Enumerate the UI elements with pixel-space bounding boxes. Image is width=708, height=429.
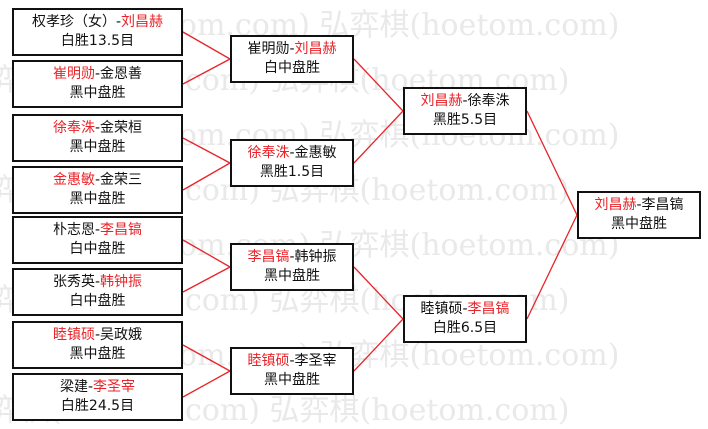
match-round1-5: 朴志恩-李昌镐 白中盘胜: [12, 216, 183, 264]
match-round2-1: 崔明勋-刘昌赫 白中盘胜: [230, 35, 354, 83]
player-name: -金荣三: [94, 172, 143, 188]
match-result: 白中盘胜: [69, 241, 126, 257]
match-result: 黑中盘胜: [611, 216, 667, 232]
match-round2-2: 徐奉洙-金惠敏 黑胜1.5目: [230, 139, 354, 187]
match-round2-3: 李昌镐-韩钟振 黑中盘胜: [230, 243, 354, 291]
winner-name: 刘昌赫: [594, 197, 637, 213]
winner-name: 韩钟振: [100, 274, 143, 290]
connector-line: [526, 110, 578, 216]
match-round1-8: 梁建-李圣宰 白胜24.5目: [12, 373, 183, 421]
winner-name: 睦镇硕: [247, 353, 290, 369]
match-round1-6: 张秀英-韩钟振 白中盘胜: [12, 268, 183, 316]
winner-name: 刘昌赫: [121, 14, 164, 30]
player-name: -金恩善: [94, 66, 143, 82]
match-round2-4: 睦镇硕-李圣宰 黑中盘胜: [230, 347, 354, 395]
match-players: 睦镇硕-李昌镐: [420, 300, 509, 319]
connector-line: [182, 31, 231, 60]
match-result: 黑中盘胜: [69, 139, 126, 155]
connector-line: [353, 110, 404, 164]
match-result: 黑中盘胜: [69, 85, 126, 101]
connector-line: [182, 344, 231, 372]
match-players: 崔明勋-刘昌赫: [247, 40, 336, 59]
match-result: 黑中盘胜: [264, 372, 320, 388]
winner-name: 金惠敏: [52, 172, 95, 188]
winner-name: 李昌镐: [467, 301, 510, 317]
player-name: 睦镇硕-: [420, 301, 468, 317]
match-result: 白胜6.5目: [432, 320, 498, 336]
match-players: 梁建-李圣宰: [60, 378, 135, 397]
connector-line: [526, 214, 578, 320]
winner-name: 李圣宰: [93, 379, 136, 395]
match-round1-1: 权孝珍（女）-刘昌赫 白胜13.5目: [12, 8, 183, 56]
match-players: 张秀英-韩钟振: [53, 273, 142, 292]
connector-line: [182, 58, 231, 85]
match-players: 权孝珍（女）-刘昌赫: [32, 13, 163, 32]
player-name: -金荣桓: [94, 120, 143, 136]
winner-name: 徐奉洙: [52, 120, 95, 136]
winner-name: 徐奉洙: [247, 145, 290, 161]
connector-line: [182, 266, 231, 293]
player-name: 崔明勋-: [247, 41, 295, 57]
player-name: 梁建-: [59, 379, 94, 395]
match-result: 黑中盘胜: [69, 346, 126, 362]
match-players: 睦镇硕-李圣宰: [247, 352, 336, 371]
connector-line: [353, 266, 404, 320]
winner-name: 睦镇硕: [52, 327, 95, 343]
match-players: 崔明勋-金恩善: [53, 65, 142, 84]
connector-line: [182, 137, 231, 164]
player-name: -徐奉洙: [462, 93, 510, 109]
player-name: -吴政娥: [94, 327, 143, 343]
winner-name: 崔明勋: [52, 66, 95, 82]
player-name: 朴志恩-: [52, 222, 101, 238]
match-round1-3: 徐奉洙-金荣桓 黑中盘胜: [12, 114, 183, 162]
match-players: 徐奉洙-金荣桓: [53, 119, 142, 138]
player-name: -李圣宰: [289, 353, 337, 369]
connector-line: [182, 162, 231, 191]
match-round1-4: 金惠敏-金荣三 黑中盘胜: [12, 166, 183, 214]
match-players: 金惠敏-金荣三: [53, 171, 142, 190]
match-result: 白胜13.5目: [60, 33, 135, 49]
match-round1-7: 睦镇硕-吴政娥 黑中盘胜: [12, 321, 183, 369]
match-round3-1: 刘昌赫-徐奉洙 黑胜5.5目: [403, 87, 527, 135]
match-result: 黑胜5.5目: [432, 112, 498, 128]
player-name: -金惠敏: [289, 145, 337, 161]
connector-line: [182, 370, 231, 398]
connector-line: [353, 318, 404, 372]
player-name: -韩钟振: [289, 249, 337, 265]
match-round3-2: 睦镇硕-李昌镐 白胜6.5目: [403, 295, 527, 343]
match-round1-2: 崔明勋-金恩善 黑中盘胜: [12, 60, 183, 108]
match-final: 刘昌赫-李昌镐 黑中盘胜: [577, 191, 701, 239]
match-players: 刘昌赫-李昌镐: [594, 196, 683, 215]
match-players: 朴志恩-李昌镐: [53, 221, 142, 240]
match-result: 黑胜1.5目: [259, 164, 325, 180]
match-result: 白中盘胜: [69, 293, 126, 309]
winner-name: 李昌镐: [100, 222, 143, 238]
winner-name: 刘昌赫: [294, 41, 337, 57]
match-players: 李昌镐-韩钟振: [247, 248, 336, 267]
match-result: 白中盘胜: [264, 60, 320, 76]
winner-name: 刘昌赫: [420, 93, 463, 109]
match-result: 黑中盘胜: [264, 268, 320, 284]
match-result: 黑中盘胜: [69, 191, 126, 207]
winner-name: 李昌镐: [247, 249, 290, 265]
match-players: 睦镇硕-吴政娥: [53, 326, 142, 345]
match-players: 徐奉洙-金惠敏: [247, 144, 336, 163]
player-name: 权孝珍（女）-: [31, 14, 122, 30]
match-result: 白胜24.5目: [60, 398, 135, 414]
connector-line: [353, 58, 404, 112]
connector-line: [182, 239, 231, 268]
match-players: 刘昌赫-徐奉洙: [420, 92, 509, 111]
player-name: 张秀英-: [52, 274, 101, 290]
player-name: -李昌镐: [636, 197, 684, 213]
